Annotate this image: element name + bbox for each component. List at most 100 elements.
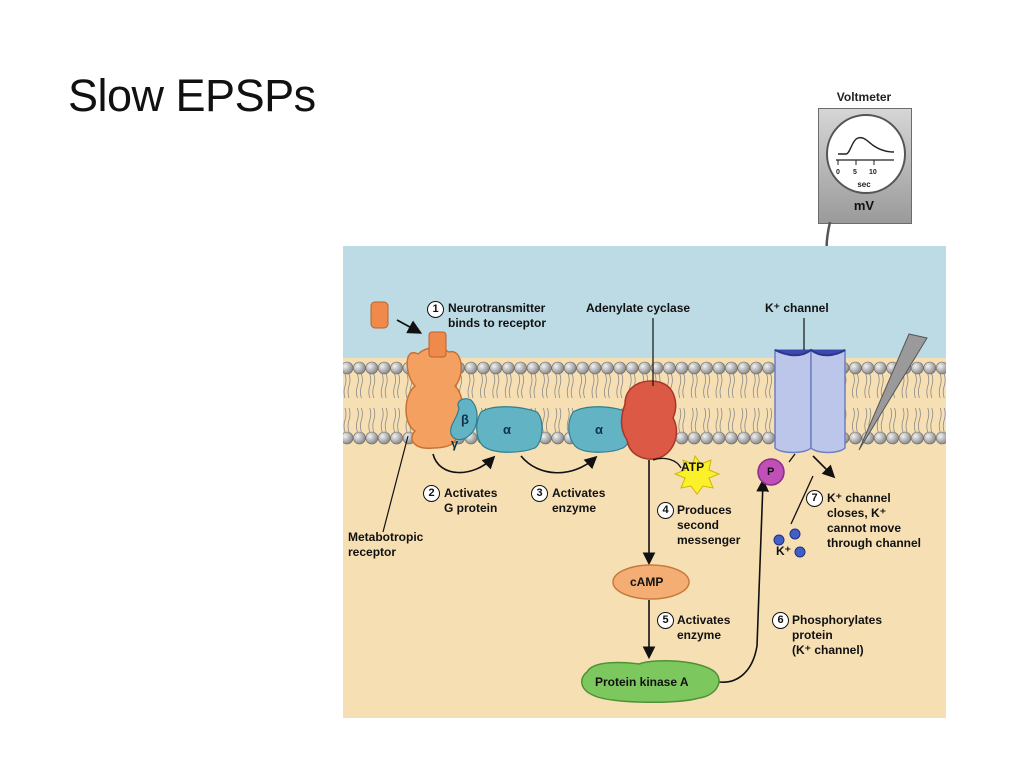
lipid-tail [756, 407, 760, 433]
camp-shape [612, 564, 690, 600]
lipid-tail [508, 373, 512, 399]
voltmeter-unit: mV [853, 198, 875, 213]
neurotransmitter-label: Neurotransmitter binds to receptor [448, 301, 547, 330]
lipid-tail [393, 373, 396, 399]
lipid-tail [769, 373, 772, 399]
lipid-head [898, 431, 912, 445]
lipid-tail [707, 373, 710, 399]
k-channel-label: K⁺ channel [765, 301, 829, 315]
lipid-head [762, 361, 775, 375]
g-protein-alpha-bound-shape [568, 406, 633, 453]
lipid-tail [343, 407, 347, 433]
atp-shape [673, 454, 721, 495]
lipid-tail [918, 407, 921, 433]
camp-label: cAMP [630, 575, 664, 589]
lipid-head [343, 431, 354, 445]
lipid-tail [707, 407, 710, 433]
lipid-head [675, 431, 689, 445]
lipid-tail [678, 373, 682, 399]
lipid-tail [678, 407, 682, 433]
voltmeter-tick-5: 5 [853, 169, 857, 176]
lipid-head [563, 361, 577, 375]
lipid-tail [504, 373, 508, 399]
lipid-head [886, 431, 899, 445]
lipid-head [935, 361, 946, 375]
lipid-tail [880, 373, 884, 399]
lipid-tail [765, 407, 768, 433]
lipid-tail [380, 373, 384, 399]
lipid-tail [769, 407, 772, 433]
lipid-head [353, 361, 366, 375]
activates-g-protein-label: Activates G protein [444, 486, 498, 515]
lipid-tail [930, 373, 934, 399]
lipid-head [377, 431, 391, 445]
atp-label: ATP [681, 460, 705, 474]
lipid-head [489, 361, 503, 375]
lipid-head [923, 431, 937, 445]
lipid-tail [347, 373, 351, 399]
lipid-tail [715, 373, 719, 399]
protein-kinase-a-label: Protein kinase A [595, 675, 689, 689]
lipid-tail [356, 407, 359, 433]
phosphate-shape [757, 458, 785, 486]
lipid-head [588, 361, 602, 375]
k-channel-shape [774, 348, 846, 454]
g-protein-alpha-label: α [503, 422, 511, 437]
lipid-tail [926, 373, 930, 399]
lipid-tail [608, 373, 611, 399]
lipid-tail [918, 373, 921, 399]
activates-enzyme-2-label: Activates enzyme [677, 613, 731, 642]
step-2-marker: 2 [423, 485, 440, 502]
lipid-tail [368, 407, 372, 433]
lipid-head [923, 361, 937, 375]
lipid-head [390, 361, 403, 375]
lipid-tail [893, 407, 896, 433]
lipid-head [873, 431, 887, 445]
lipid-head [737, 431, 751, 445]
neurotransmitter-shape [370, 301, 389, 329]
lipid-head [911, 361, 924, 375]
lipid-tail [529, 373, 533, 399]
lipid-tail [347, 407, 351, 433]
lipid-tail [558, 407, 562, 433]
lipid-tail [546, 373, 549, 399]
lipid-tail [765, 373, 768, 399]
lipid-tail [496, 373, 500, 399]
lipid-tail [856, 407, 859, 433]
diagram-graphics [343, 301, 946, 704]
lipid-head [749, 431, 763, 445]
lipid-tail [926, 407, 930, 433]
lipid-tail [484, 373, 487, 399]
lipid-head [365, 361, 379, 375]
lipid-head [849, 361, 862, 375]
metabotropic-receptor-label: Metabotropic receptor [348, 530, 424, 559]
lipid-head [625, 361, 639, 375]
lipid-head [749, 361, 763, 375]
lipid-tail [591, 373, 595, 399]
lipid-tail [566, 373, 570, 399]
lipid-head [638, 361, 651, 375]
lipid-tail [732, 373, 735, 399]
lipid-tail [930, 407, 934, 433]
lipid-tail [616, 373, 620, 399]
lipid-head [873, 361, 887, 375]
lipid-tail [942, 373, 946, 399]
lipid-head [911, 431, 924, 445]
lipid-head [700, 361, 713, 375]
lipid-head [514, 361, 527, 375]
lipid-tail [360, 407, 363, 433]
lipid-tail [938, 373, 942, 399]
lipid-tail [852, 373, 855, 399]
lipid-head [650, 361, 664, 375]
lipid-head [725, 431, 738, 445]
lipid-head [365, 431, 379, 445]
g-protein-gamma-label: γ [451, 436, 459, 451]
lipid-tail [579, 373, 582, 399]
k-ion [789, 528, 801, 540]
lipid-tail [384, 407, 388, 433]
lipid-tail [752, 373, 756, 399]
lipid-tail [554, 407, 558, 433]
adenylate-cyclase-shape [620, 380, 678, 460]
step-5-marker: 5 [657, 612, 674, 629]
lipid-tail [719, 407, 723, 433]
